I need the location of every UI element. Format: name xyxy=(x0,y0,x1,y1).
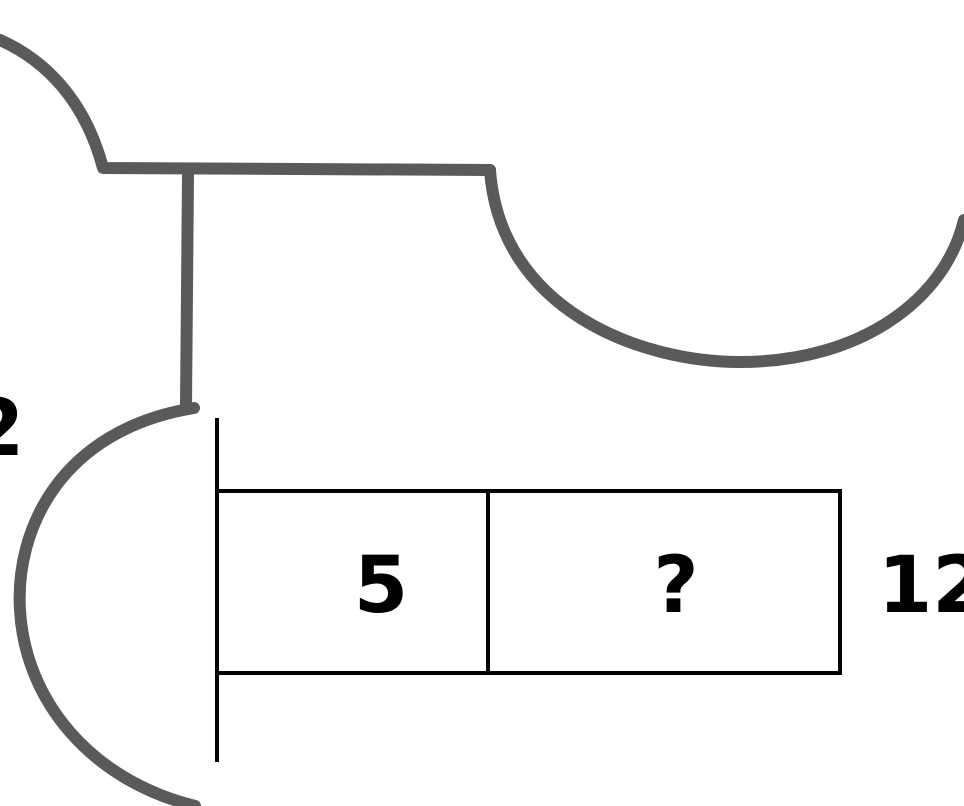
top-right-bowl xyxy=(484,164,964,368)
left-edge-partial-label: 2 xyxy=(0,384,24,474)
part-known-label: 5 xyxy=(354,541,408,631)
decorative-outline xyxy=(0,34,964,806)
bar-outline xyxy=(215,489,842,675)
total-label: 12 xyxy=(878,541,964,631)
top-left-arc xyxy=(0,34,496,176)
vertical-connector xyxy=(180,168,194,411)
left-lower-arc xyxy=(13,402,201,806)
part-unknown-label: ? xyxy=(653,541,698,631)
bar-model xyxy=(215,418,842,762)
